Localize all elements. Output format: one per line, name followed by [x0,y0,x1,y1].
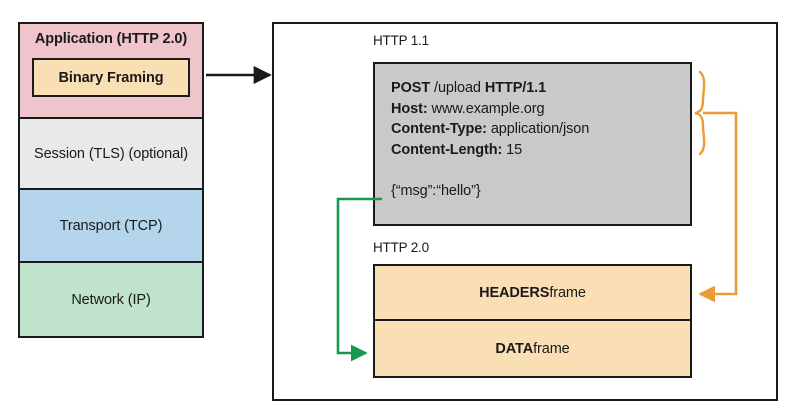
http11-version: HTTP/1.1 [484,80,547,96]
stack-layer-session-label: Session (TLS) (optional) [34,145,188,162]
stack-layer-session: Session (TLS) (optional) [20,119,202,190]
http11-header-content-type-name: Content-Type: [391,121,487,138]
http20-caption: HTTP 2.0 [373,240,429,255]
http11-header-content-length: Content-Length: 15 [391,140,690,161]
http11-header-host-name: Host: [391,100,428,117]
http11-header-content-length-value: 15 [502,141,523,158]
http11-caption: HTTP 1.1 [373,33,429,48]
headers-frame-suffix: frame [549,284,586,301]
stack-layer-application-label: Application (HTTP 2.0) [34,31,188,47]
stack-layer-application: Application (HTTP 2.0) Binary Framing [20,24,202,119]
headers-frame: HEADERS frame [375,266,690,321]
http11-header-host-value: www.example.org [427,100,545,117]
stack-layer-network-label: Network (IP) [71,291,151,308]
http11-message-box: POST /upload HTTP/1.1 Host: www.example.… [373,62,692,226]
http11-header-content-length-name: Content-Length: [391,141,503,158]
http11-method: POST [391,80,431,96]
headers-frame-name: HEADERS [479,284,550,301]
binary-framing-box: Binary Framing [32,58,190,97]
stack-layer-transport-label: Transport (TCP) [59,217,163,234]
http11-header-content-type: Content-Type: application/json [391,119,690,140]
protocol-stack: Application (HTTP 2.0) Binary Framing Se… [18,22,204,338]
data-frame: DATA frame [375,321,690,376]
http11-request-line: POST /upload HTTP/1.1 [391,78,690,99]
stack-layer-network: Network (IP) [20,263,202,336]
data-frame-suffix: frame [533,340,570,357]
http11-header-host: Host: www.example.org [391,99,690,120]
http11-body: {“msg”:“hello”} [391,183,481,200]
binary-framing-label: Binary Framing [58,69,164,86]
http20-frames-box: HEADERS frame DATA frame [373,264,692,378]
http11-path: /upload [430,80,485,96]
data-frame-name: DATA [495,340,534,357]
stack-layer-transport: Transport (TCP) [20,190,202,263]
http11-header-content-type-value: application/json [486,121,590,138]
